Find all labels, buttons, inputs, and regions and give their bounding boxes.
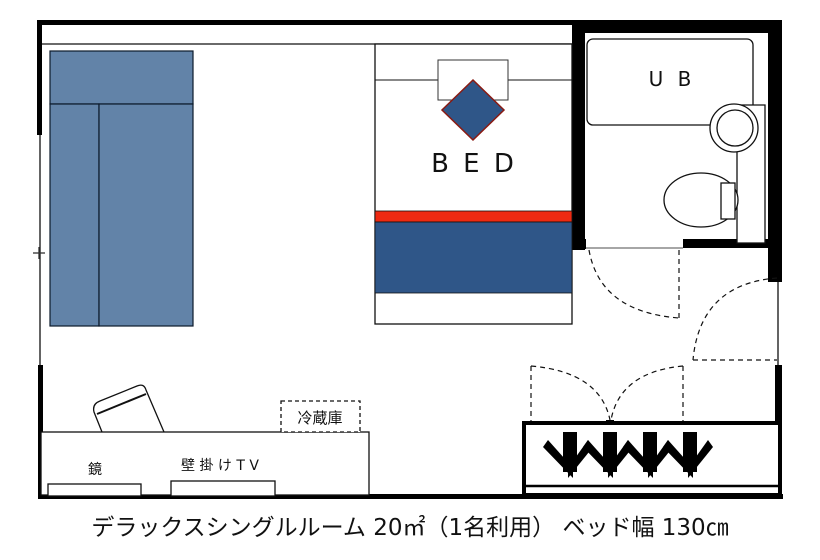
hanger-icons bbox=[543, 432, 713, 478]
wall-tv-label: 壁 掛 け T V bbox=[181, 458, 259, 474]
unit-bath-label: U B bbox=[649, 67, 696, 91]
chair-icon bbox=[92, 384, 165, 433]
bed: B E D bbox=[374, 43, 573, 325]
desk-counter bbox=[40, 400, 370, 497]
sofa bbox=[49, 50, 194, 327]
bed-label: B E D bbox=[431, 149, 517, 179]
fridge bbox=[280, 400, 361, 433]
wall-marker bbox=[33, 247, 45, 259]
fridge-label: 冷蔵庫 bbox=[297, 409, 342, 427]
mirror bbox=[47, 483, 142, 497]
unit-bath: U B bbox=[586, 38, 766, 244]
pillow-icon bbox=[440, 78, 506, 142]
floor-plan: B E D U B bbox=[33, 20, 783, 499]
toilet-icon bbox=[663, 172, 739, 228]
bathroom-door bbox=[586, 247, 683, 319]
wall-tv bbox=[170, 480, 276, 497]
entrance-door bbox=[692, 277, 779, 365]
closet bbox=[522, 365, 782, 497]
floor-plan-caption: デラックスシングルルーム 20㎡（1名利用） ベッド幅 130㎝ bbox=[91, 515, 729, 541]
mirror-label: 鏡 bbox=[88, 462, 102, 478]
